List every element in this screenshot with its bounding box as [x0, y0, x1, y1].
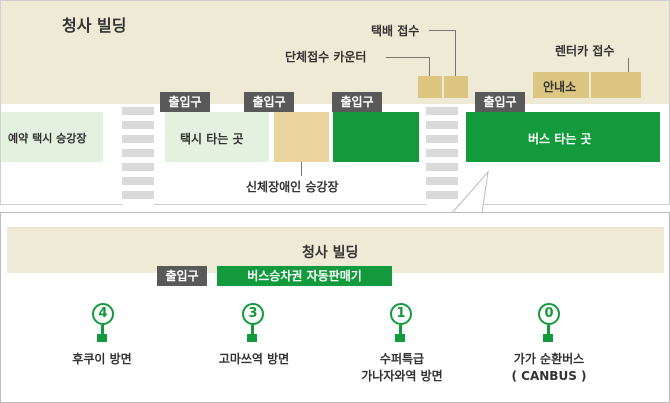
bus-zone-small — [333, 112, 419, 162]
reserved-taxi-label: 예약 택시 승강장 — [8, 132, 87, 145]
group-counter-label: 단체접수 카운터 — [285, 50, 367, 64]
taxi-zone — [165, 112, 269, 162]
bus-stop-base — [247, 334, 257, 342]
stop-dest-0: 가가 순환버스 — [513, 352, 585, 366]
bus-stop-pole — [101, 325, 104, 339]
bus-stop-pole — [399, 325, 402, 339]
group-counter-desk — [418, 76, 442, 98]
crosswalk-1 — [122, 107, 154, 205]
group-leader-line — [386, 57, 430, 58]
stop-dest-0-line2: ( CANBUS ) — [511, 369, 587, 383]
info-desk — [533, 72, 589, 98]
parcel-counter-desk — [444, 76, 468, 98]
group-leader-line-v — [429, 57, 430, 76]
stop-dest-3: 고마쓰역 방면 — [218, 352, 290, 366]
rental-label: 렌터카 접수 — [555, 44, 615, 58]
bus-stop-icon-1: 1 — [390, 303, 412, 325]
bus-stop-icon-3: 3 — [242, 303, 264, 325]
stop-dest-1: 수퍼특급 — [379, 352, 425, 366]
bus-label: 버스 타는 곳 — [528, 132, 592, 146]
building-title: 청사 빌딩 — [62, 16, 127, 35]
entrance-badge-3: 출입구 — [332, 92, 382, 112]
rental-leader-line — [628, 58, 629, 72]
parcel-leader-line — [429, 30, 455, 31]
bus-stop-pole — [251, 325, 254, 339]
bus-stop-base — [543, 334, 553, 342]
disabled-label: 신체장애인 승강장 — [246, 180, 339, 194]
bus-stop-pole — [547, 325, 550, 339]
detail-building-area — [7, 227, 664, 273]
ticket-machine-badge: 버스승차권 자동판매기 — [217, 266, 392, 286]
stop-dest-1-line2: 가나자와역 방면 — [361, 369, 443, 383]
parcel-leader-line-v — [455, 30, 456, 76]
rental-desk — [591, 72, 641, 98]
disabled-leader-line — [301, 162, 302, 176]
entrance-badge-2: 출입구 — [244, 92, 294, 112]
info-label: 안내소 — [543, 80, 577, 94]
bus-stop-icon-0: 0 — [538, 303, 560, 325]
bus-zone — [466, 112, 660, 162]
bus-stop-icon-4: 4 — [92, 303, 114, 325]
entrance-badge-1: 출입구 — [160, 92, 210, 112]
entrance-badge-4: 출입구 — [475, 92, 525, 112]
taxi-label: 택시 타는 곳 — [180, 132, 244, 146]
crosswalk-2 — [426, 107, 458, 205]
disabled-zone — [274, 112, 329, 162]
detail-building-title: 청사 빌딩 — [302, 245, 359, 261]
parcel-label: 택배 접수 — [371, 24, 420, 38]
reserved-taxi-zone — [1, 112, 103, 162]
detail-entrance-badge: 출입구 — [157, 266, 207, 286]
stop-dest-4: 후쿠이 방면 — [72, 352, 132, 366]
bus-stop-base — [395, 334, 405, 342]
bus-stop-base — [97, 334, 107, 342]
